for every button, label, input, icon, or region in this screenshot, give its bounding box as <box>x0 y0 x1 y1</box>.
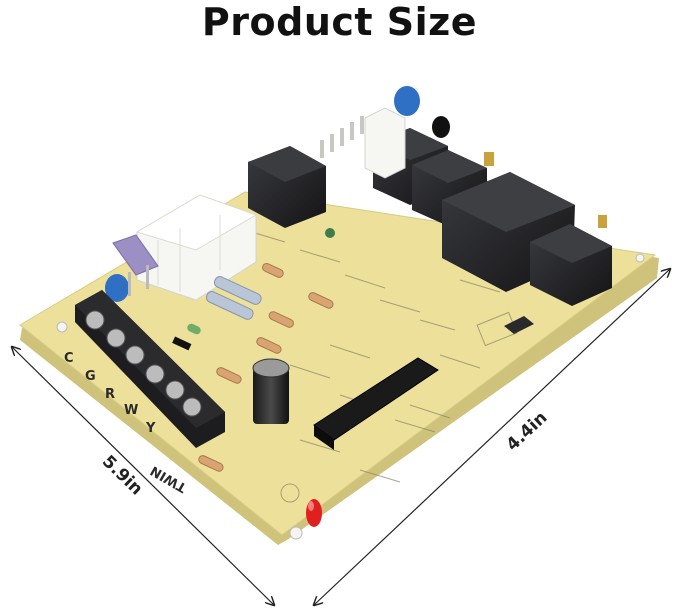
relay-terminal <box>598 215 607 228</box>
pin-header <box>320 116 364 158</box>
capacitor-blue-left <box>105 274 129 302</box>
relay-small-left <box>248 146 326 228</box>
terminal-screw <box>106 328 126 348</box>
mounting-hole <box>289 526 303 540</box>
terminal-screw <box>85 310 105 330</box>
page-title: Product Size <box>201 0 478 44</box>
width-dimension-line <box>12 347 274 605</box>
inductor-green <box>187 323 201 335</box>
led-red <box>306 499 322 527</box>
connector-large-white <box>135 194 258 301</box>
terminal-label-c: C <box>64 351 74 366</box>
terminal-label-g: G <box>85 369 96 384</box>
mounting-hole <box>635 253 645 263</box>
fuse-purple <box>112 234 159 296</box>
small-capacitor <box>325 228 335 238</box>
terminal-screw <box>165 380 185 400</box>
mounting-hole <box>56 321 68 333</box>
depth-dimension-line <box>314 269 670 605</box>
terminal-screw <box>182 397 202 417</box>
terminal-label-w: W <box>124 403 138 418</box>
transistor <box>432 116 450 138</box>
connector-small-white <box>364 107 406 179</box>
relay-terminal <box>484 152 494 166</box>
depth-label: 4.4in <box>503 408 552 455</box>
capacitor-electrolytic <box>252 358 290 424</box>
terminal-screw <box>145 364 165 384</box>
capacitor-blue-top <box>394 86 420 116</box>
width-label: 5.9in <box>98 452 146 500</box>
terminal-label-y: Y <box>145 421 156 436</box>
terminal-label-r: R <box>105 387 115 402</box>
terminal-screw <box>125 345 145 365</box>
